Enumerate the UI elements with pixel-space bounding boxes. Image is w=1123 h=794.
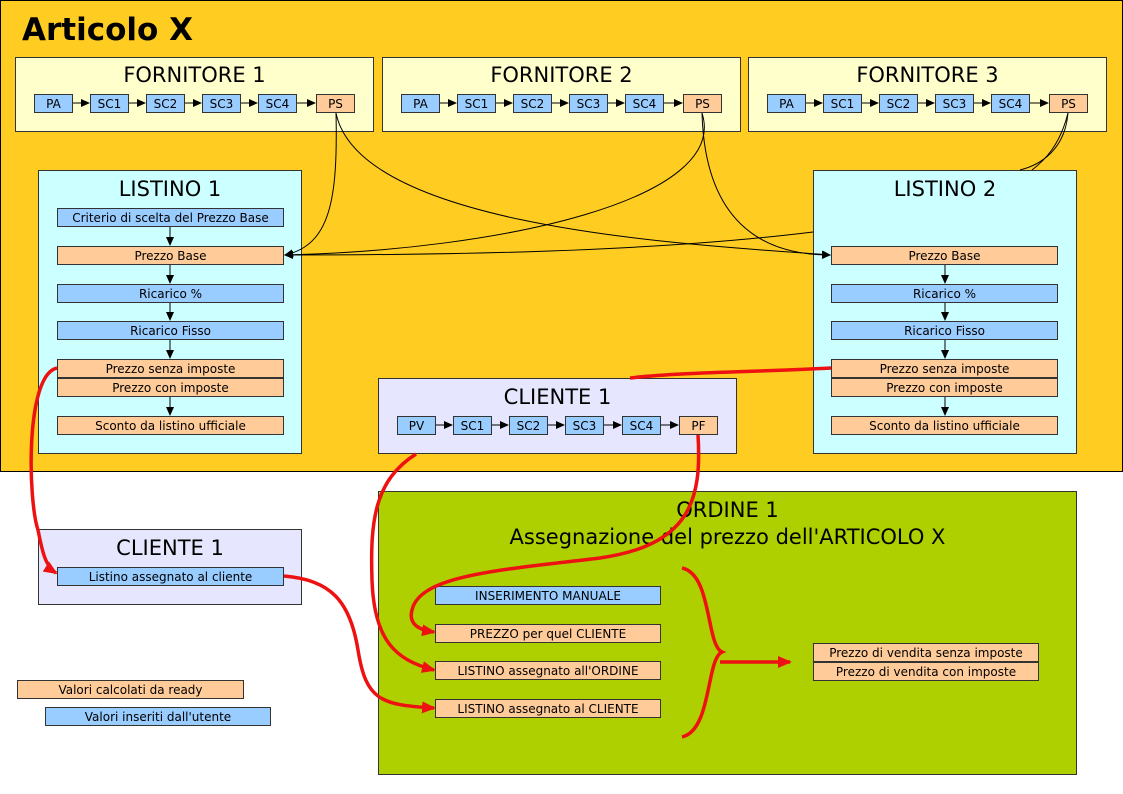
fornitore-1-title: FORNITORE 1 <box>123 63 266 87</box>
ordine-option-listino-cliente: LISTINO assegnato al CLIENTE <box>435 699 661 718</box>
legend-calcolati: Valori calcolati da ready <box>17 680 244 699</box>
cliente-1-title: CLIENTE 1 <box>503 385 612 409</box>
diagram-title: Articolo X <box>22 12 194 48</box>
listino-2-con-imposte: Prezzo con imposte <box>831 378 1058 397</box>
cliente-left-listino: Listino assegnato al cliente <box>57 567 284 586</box>
listino-1-con-imposte: Prezzo con imposte <box>57 378 284 397</box>
cliente-1-pf: PF <box>679 416 718 435</box>
fornitore-1-sc3: SC3 <box>202 94 241 113</box>
fornitore-1-panel: FORNITORE 1 <box>15 57 374 132</box>
listino-1-criterio: Criterio di scelta del Prezzo Base <box>57 208 284 227</box>
listino-step-arrows <box>166 227 949 416</box>
ordine-1-title: ORDINE 1 <box>676 498 779 522</box>
listino-2-ricarico-pct: Ricarico % <box>831 284 1058 303</box>
fornitore-2-title: FORNITORE 2 <box>490 63 633 87</box>
fornitore-2-sc2: SC2 <box>513 94 552 113</box>
fornitore-3-title: FORNITORE 3 <box>856 63 999 87</box>
listino-2-sconto: Sconto da listino ufficiale <box>831 416 1058 435</box>
ordine-result-con: Prezzo di vendita con imposte <box>813 662 1039 681</box>
fornitore-2-ps: PS <box>683 94 722 113</box>
fornitore-1-sc2: SC2 <box>146 94 185 113</box>
listino-1-prezzo-base: Prezzo Base <box>57 246 284 265</box>
listino-2-senza-imposte: Prezzo senza imposte <box>831 359 1058 378</box>
fornitore-3-sc2: SC2 <box>879 94 918 113</box>
fornitore-3-ps: PS <box>1049 94 1088 113</box>
fornitore-1-ps: PS <box>316 94 355 113</box>
fornitore-2-panel: FORNITORE 2 <box>382 57 741 132</box>
fornitore-2-sc3: SC3 <box>569 94 608 113</box>
fornitore-1-pa: PA <box>34 94 73 113</box>
listino-2-prezzo-base: Prezzo Base <box>831 246 1058 265</box>
red-flow-curves <box>29 366 832 739</box>
fornitore-2-pa: PA <box>401 94 440 113</box>
cliente-left-title: CLIENTE 1 <box>116 536 224 560</box>
cliente-1-sc1: SC1 <box>453 416 492 435</box>
fornitore-2-sc1: SC1 <box>457 94 496 113</box>
listino-2-ricarico-fisso: Ricarico Fisso <box>831 321 1058 340</box>
ordine-option-manuale: INSERIMENTO MANUALE <box>435 586 661 605</box>
fornitore-3-pa: PA <box>767 94 806 113</box>
listino-1-title: LISTINO 1 <box>118 177 222 201</box>
fornitore-3-panel: FORNITORE 3 <box>748 57 1107 132</box>
fornitore-2-sc4: SC4 <box>625 94 664 113</box>
ordine-option-listino-ordine: LISTINO assegnato all'ORDINE <box>435 661 661 680</box>
fornitore-3-sc4: SC4 <box>991 94 1030 113</box>
ordine-1-subtitle: Assegnazione del prezzo dell'ARTICOLO X <box>509 525 946 549</box>
fornitore-3-sc1: SC1 <box>823 94 862 113</box>
cliente-1-pv: PV <box>397 416 436 435</box>
listino-2-title: LISTINO 2 <box>893 177 997 201</box>
cliente-1-panel: CLIENTE 1 <box>378 378 737 454</box>
listino-1-senza-imposte: Prezzo senza imposte <box>57 359 284 378</box>
cliente-1-sc3: SC3 <box>565 416 604 435</box>
listino-1-ricarico-fisso: Ricarico Fisso <box>57 321 284 340</box>
ordine-result-senza: Prezzo di vendita senza imposte <box>813 643 1039 662</box>
listino-1-ricarico-pct: Ricarico % <box>57 284 284 303</box>
legend-inseriti: Valori inseriti dall'utente <box>45 707 271 726</box>
ps-to-listino-curves <box>284 112 1069 259</box>
cliente-1-sc2: SC2 <box>509 416 548 435</box>
listino-1-sconto: Sconto da listino ufficiale <box>57 416 284 435</box>
fornitore-1-sc4: SC4 <box>258 94 297 113</box>
fornitore-1-sc1: SC1 <box>90 94 129 113</box>
cliente-1-sc4: SC4 <box>622 416 661 435</box>
fornitore-3-sc3: SC3 <box>935 94 974 113</box>
